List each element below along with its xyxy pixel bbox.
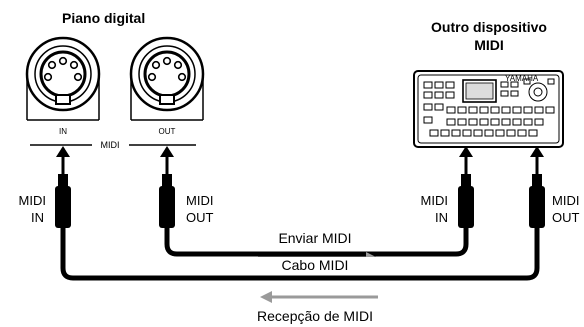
device-brand-label: YAMAHA — [505, 74, 539, 83]
left-in-label-line1: MIDI — [18, 193, 46, 208]
piano-title: Piano digital — [62, 10, 146, 26]
midi-bus-label: MIDI — [100, 140, 120, 150]
left-in-label-line2: IN — [31, 210, 44, 225]
midi-plug-right-out — [529, 146, 545, 228]
midi-cable-return — [60, 228, 540, 281]
right-in-label-line2: IN — [435, 210, 448, 225]
receive-label: Recepção de MIDI — [257, 308, 373, 324]
port-in-label: IN — [59, 127, 67, 136]
other-device-title-line1: Outro dispositivo — [431, 19, 547, 35]
left-out-label-line1: MIDI — [186, 193, 214, 208]
receive-arrow — [260, 291, 378, 303]
left-out-label-line2: OUT — [186, 210, 214, 225]
send-label: Enviar MIDI — [278, 230, 352, 246]
midi-plug-left-out — [159, 146, 175, 228]
midi-plug-left-in — [55, 146, 71, 228]
midi-cable-send — [164, 228, 469, 257]
midi-plug-right-in — [458, 146, 474, 228]
midi-out-port-left — [129, 36, 205, 121]
cable-label: Cabo MIDI — [250, 257, 380, 273]
right-out-label-line2: OUT — [552, 210, 580, 225]
right-in-label-line1: MIDI — [420, 193, 448, 208]
port-out-label: OUT — [158, 127, 176, 136]
right-out-label-line1: MIDI — [552, 193, 580, 208]
other-device-title-line2: MIDI — [474, 37, 504, 53]
midi-in-port-left — [25, 36, 101, 121]
other-midi-device — [413, 70, 564, 148]
